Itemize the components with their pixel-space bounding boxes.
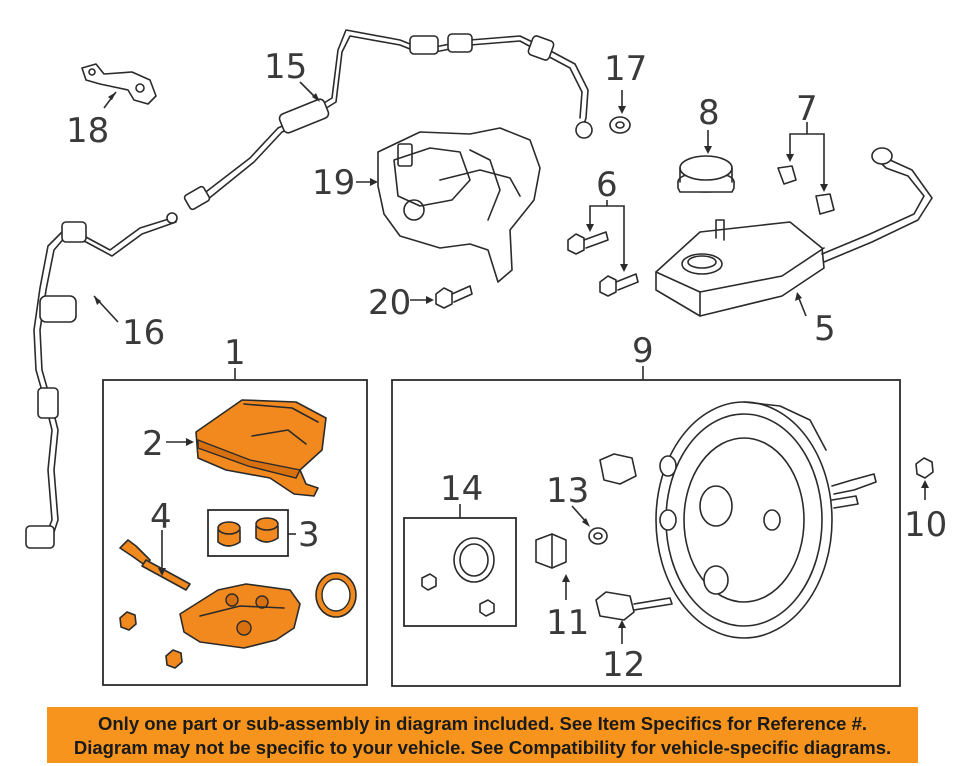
part-6-screws <box>567 231 639 297</box>
callout-10: 10 <box>904 505 947 545</box>
callout-15: 15 <box>264 47 307 87</box>
part-14-seal-kit <box>421 537 495 617</box>
callout-12: 12 <box>602 645 645 685</box>
part-3-grommets <box>217 517 279 547</box>
callout-6: 6 <box>596 165 618 205</box>
callout-13: 13 <box>546 471 589 511</box>
kit-box-9 <box>391 379 901 687</box>
part-19-abs-module <box>377 127 541 283</box>
callout-17: 17 <box>604 49 647 89</box>
part-11-sensor <box>535 533 567 569</box>
callout-11: 11 <box>546 603 589 643</box>
callout-4: 4 <box>150 497 172 537</box>
part-20-bolt <box>435 285 473 309</box>
master-cylinder-o-ring <box>315 572 357 618</box>
callout-9: 9 <box>632 331 654 371</box>
part-12-check-valve <box>595 591 673 621</box>
part-4-pushrod <box>119 539 191 591</box>
part-5-fluid-reservoir <box>655 147 933 317</box>
callout-3: 3 <box>298 515 320 555</box>
disclaimer-banner: Only one part or sub-assembly in diagram… <box>47 707 918 763</box>
part-13-grommet <box>588 453 637 545</box>
master-cylinder-nuts <box>119 611 183 669</box>
master-cylinder-body <box>179 583 301 649</box>
part-10-nut <box>915 457 934 479</box>
seal-box-3 <box>207 509 289 557</box>
callout-18: 18 <box>66 111 109 151</box>
part-9-brake-booster <box>655 401 877 639</box>
part-18-bracket <box>81 63 157 105</box>
callout-20: 20 <box>368 283 411 323</box>
part-15-vacuum-hose <box>183 29 593 211</box>
callout-19: 19 <box>312 163 355 203</box>
callout-16: 16 <box>122 313 165 353</box>
part-2-master-cylinder-reservoir <box>195 399 327 497</box>
disclaimer-line-1: Only one part or sub-assembly in diagram… <box>97 713 867 734</box>
callout-8: 8 <box>698 93 720 133</box>
callout-1: 1 <box>224 333 246 373</box>
disclaimer-line-2: Diagram may not be specific to your vehi… <box>73 737 892 758</box>
leader-5 <box>797 295 807 317</box>
part-16-vacuum-line <box>25 212 178 549</box>
part-17-washer <box>609 116 631 134</box>
callout-2: 2 <box>142 424 164 464</box>
callout-5: 5 <box>814 309 836 349</box>
callout-14: 14 <box>440 469 483 509</box>
part-7-clips <box>777 165 835 215</box>
part-8-reservoir-cap <box>677 155 735 193</box>
callout-7: 7 <box>796 89 818 129</box>
